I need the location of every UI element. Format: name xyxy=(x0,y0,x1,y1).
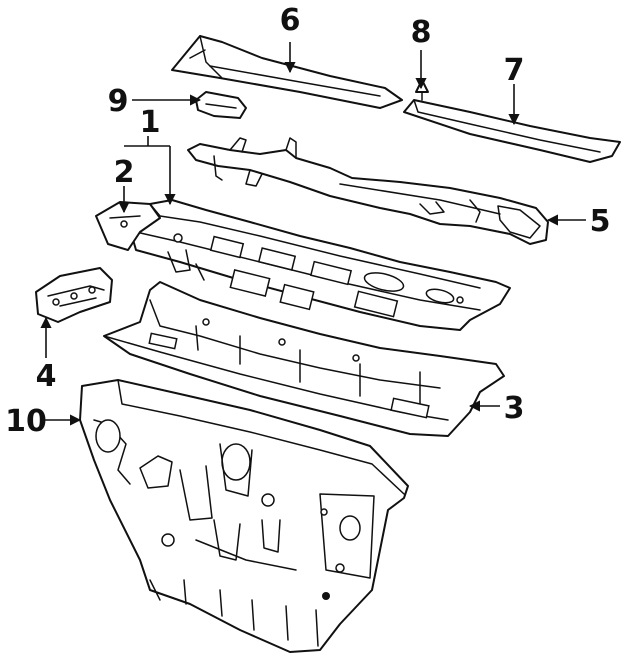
callout-8: 8 xyxy=(411,15,432,50)
callout-labels: 6 8 7 9 1 2 5 4 3 10 xyxy=(5,3,610,439)
callout-1: 1 xyxy=(140,105,161,140)
callout-3: 3 xyxy=(504,391,525,426)
small-bracket xyxy=(195,91,247,119)
callout-10: 10 xyxy=(5,404,47,439)
retainer-clip xyxy=(415,79,429,101)
callout-6: 6 xyxy=(280,3,301,38)
leader-lines xyxy=(40,42,586,426)
cowl-top-panel-right xyxy=(403,99,621,163)
side-support-bracket xyxy=(35,267,113,323)
left-end-bracket xyxy=(95,201,161,251)
lower-cowl-panel xyxy=(103,281,505,437)
callout-5: 5 xyxy=(590,204,611,239)
wiper-linkage-assembly xyxy=(187,137,549,245)
callout-2: 2 xyxy=(114,155,135,190)
callout-7: 7 xyxy=(504,53,525,88)
callout-9: 9 xyxy=(108,84,129,119)
callout-4: 4 xyxy=(36,359,57,394)
dash-panel-insulator xyxy=(79,379,409,653)
upper-dash-panel xyxy=(127,199,511,331)
